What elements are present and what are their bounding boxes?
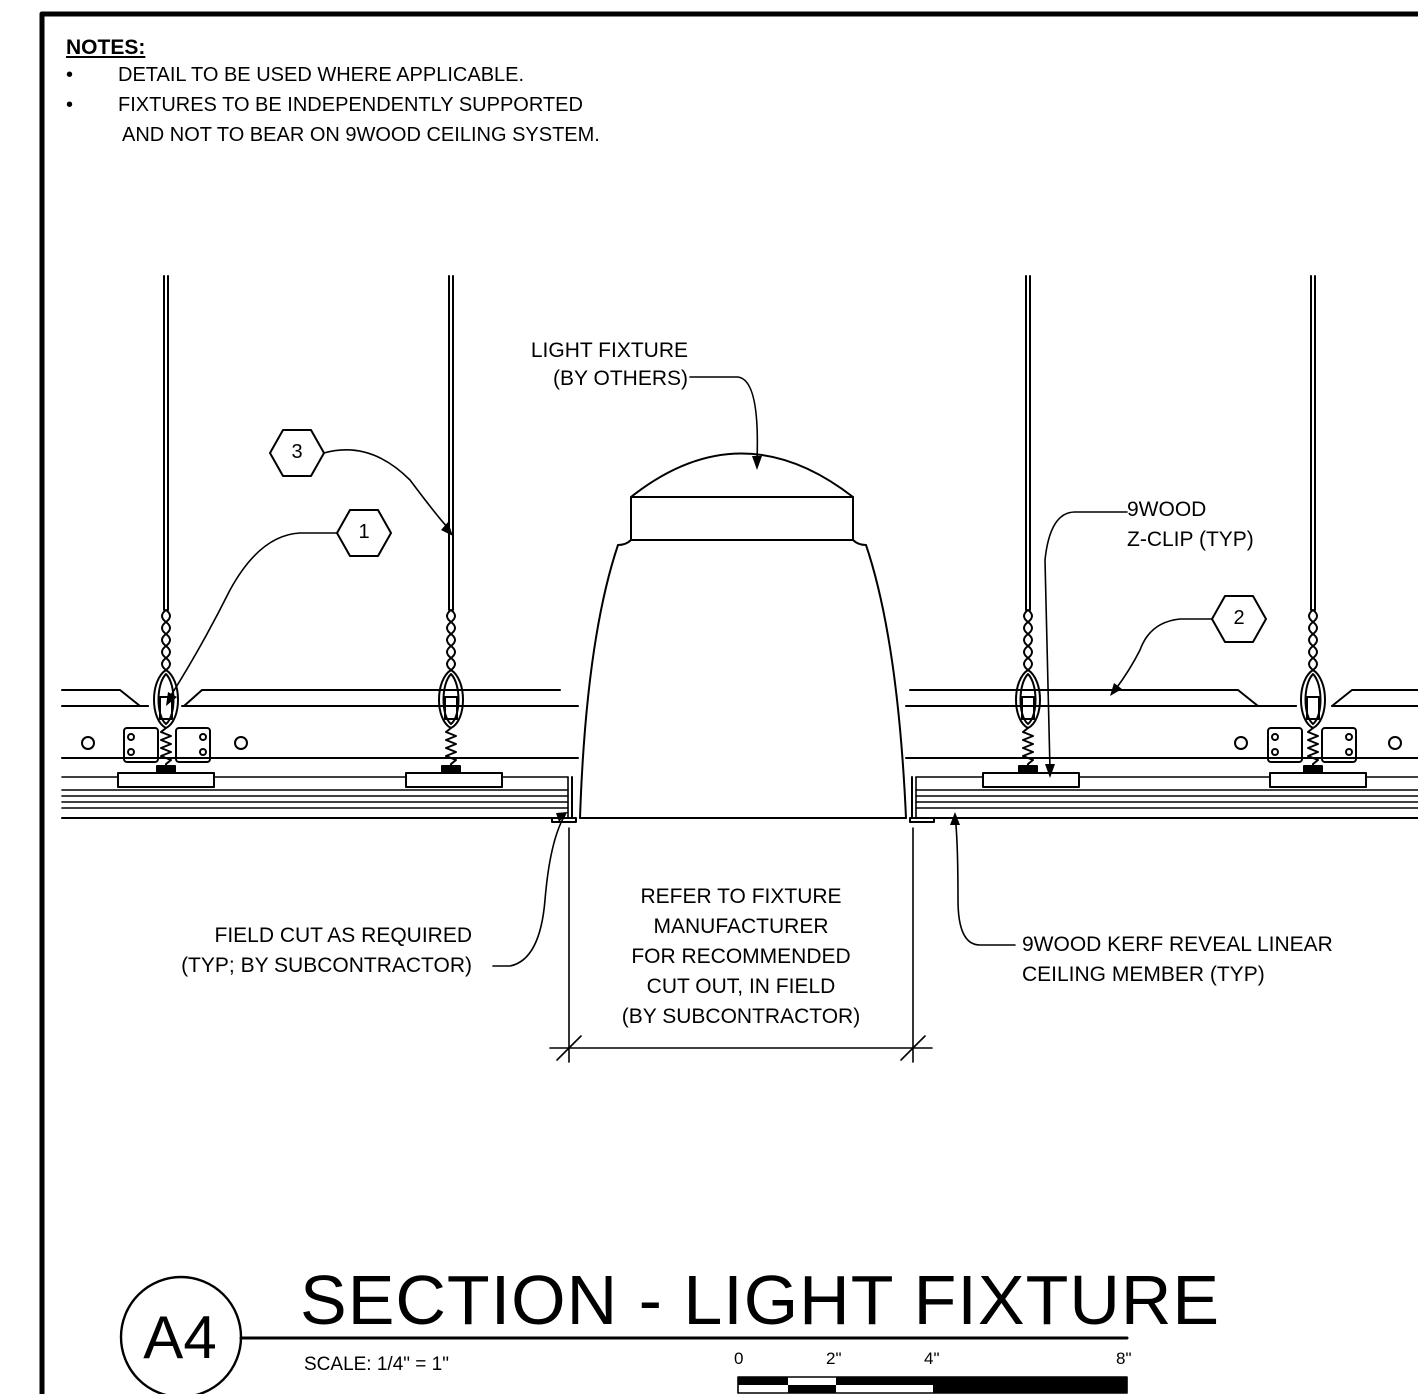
refer-note-4: CUT OUT, IN FIELD bbox=[646, 975, 836, 998]
wire-loops bbox=[153, 669, 1326, 729]
note-item-1: DETAIL TO BE USED WHERE APPLICABLE. bbox=[118, 64, 525, 86]
field-cut-label-1: FIELD CUT AS REQUIRED bbox=[214, 924, 473, 947]
tag-2: 2 bbox=[1233, 607, 1245, 629]
refer-note-5: (BY SUBCONTRACTOR) bbox=[621, 1005, 861, 1028]
hanger-wires bbox=[163, 275, 1316, 611]
bullet-icon: • bbox=[66, 64, 74, 86]
tag-3: 3 bbox=[291, 441, 303, 463]
kerf-label-2: CEILING MEMBER (TYP) bbox=[1022, 963, 1265, 986]
section-badge: A4 bbox=[143, 1304, 217, 1371]
splice-plates bbox=[123, 727, 1357, 763]
tag-hexagons bbox=[269, 429, 1267, 643]
hanger-hardware bbox=[156, 696, 1323, 774]
scale-tick-0: 0 bbox=[734, 1349, 744, 1368]
refer-note-2: MANUFACTURER bbox=[653, 915, 829, 938]
tag-2-hex bbox=[1211, 595, 1267, 643]
tag-1-hex bbox=[336, 509, 392, 557]
bullet-icon: • bbox=[66, 94, 74, 116]
leaders bbox=[167, 376, 1213, 967]
kerf-label-1: 9WOOD KERF REVEAL LINEAR bbox=[1022, 933, 1333, 956]
refer-note-3: FOR RECOMMENDED bbox=[631, 945, 851, 968]
light-fixture-by-others: (BY OTHERS) bbox=[553, 367, 688, 390]
refer-note-1: REFER TO FIXTURE bbox=[640, 885, 842, 908]
notes-title: NOTES: bbox=[66, 36, 146, 59]
light-fixture bbox=[551, 452, 935, 823]
light-fixture-label: LIGHT FIXTURE bbox=[530, 339, 688, 362]
scale-tick-4: 4" bbox=[924, 1349, 940, 1368]
scale-tick-8: 8" bbox=[1116, 1349, 1132, 1368]
z-clips bbox=[117, 772, 1367, 788]
note-item-3: AND NOT TO BEAR ON 9WOOD CEILING SYSTEM. bbox=[122, 124, 600, 146]
drawing-title: SECTION - LIGHT FIXTURE bbox=[300, 1261, 1221, 1339]
zclip-label-1: 9WOOD bbox=[1127, 498, 1207, 521]
cutout-dimension bbox=[549, 827, 933, 1063]
leader-arrowheads bbox=[166, 456, 1122, 825]
field-cut-label-2: (TYP; BY SUBCONTRACTOR) bbox=[181, 954, 472, 977]
main-runner-left bbox=[61, 689, 579, 759]
zclip-label-2: Z-CLIP (TYP) bbox=[1127, 528, 1254, 551]
scale-tick-2: 2" bbox=[826, 1349, 842, 1368]
scale-label: SCALE: 1/4" = 1" bbox=[304, 1354, 449, 1375]
ceiling-members bbox=[61, 776, 1418, 819]
wire-twists bbox=[161, 609, 1318, 671]
main-runner-right bbox=[905, 689, 1418, 759]
tag-3-hex bbox=[269, 429, 325, 477]
tag-1: 1 bbox=[358, 521, 370, 543]
note-item-2: FIXTURES TO BE INDEPENDENTLY SUPPORTED bbox=[118, 94, 583, 116]
title-block bbox=[119, 1275, 1129, 1394]
